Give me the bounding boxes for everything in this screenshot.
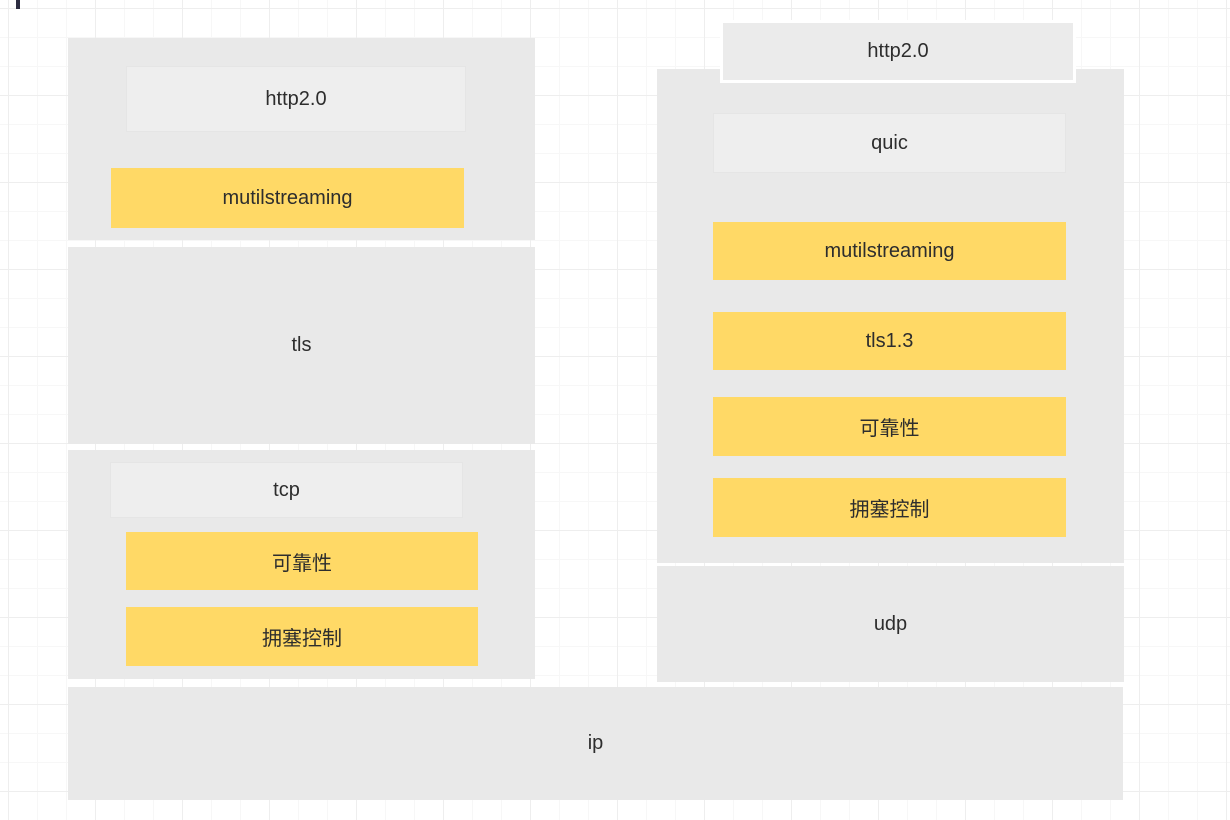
shape-quic[interactable]: quic mutilstreaming tls1.3 可靠性 拥塞控制	[657, 69, 1124, 563]
shape-http2-left[interactable]: http2.0 mutilstreaming	[68, 38, 535, 240]
shape-tcp-label: tcp	[110, 462, 463, 518]
shape-reliability-left[interactable]: 可靠性	[126, 532, 478, 590]
tls-label-text: tls	[291, 334, 312, 356]
shape-quic-label: quic	[713, 113, 1066, 173]
shape-multistreaming-right[interactable]: mutilstreaming	[713, 222, 1066, 280]
tls13-text: tls1.3	[865, 329, 914, 352]
shape-udp[interactable]: udp	[657, 566, 1124, 682]
shape-http2-right[interactable]: http2.0	[723, 23, 1073, 80]
shape-http2-left-label: http2.0	[126, 66, 466, 132]
ip-label-text: ip	[587, 732, 604, 754]
congestion-control-right-text: 拥塞控制	[849, 499, 930, 521]
reliability-left-text: 可靠性	[272, 552, 332, 575]
congestion-control-left-text: 拥塞控制	[262, 628, 342, 650]
cursor-artifact	[16, 0, 20, 9]
shape-tls[interactable]: tls	[68, 247, 535, 444]
shape-congestion-control-left[interactable]: 拥塞控制	[126, 607, 478, 666]
shape-tcp[interactable]: tcp 可靠性 拥塞控制	[68, 450, 535, 679]
shape-congestion-control-right[interactable]: 拥塞控制	[713, 478, 1066, 537]
shape-reliability-right[interactable]: 可靠性	[713, 397, 1066, 456]
multistreaming-right-text: mutilstreaming	[824, 239, 955, 262]
shape-tls13[interactable]: tls1.3	[713, 312, 1066, 370]
shape-ip[interactable]: ip	[68, 687, 1123, 800]
shape-multistreaming-left[interactable]: mutilstreaming	[111, 168, 464, 228]
tcp-label-text: tcp	[273, 478, 300, 501]
multistreaming-left-text: mutilstreaming	[222, 186, 353, 209]
http2-right-label-text: http2.0	[867, 40, 929, 62]
reliability-right-text: 可靠性	[859, 418, 920, 440]
http2-left-label-text: http2.0	[265, 87, 327, 110]
udp-label-text: udp	[873, 612, 908, 635]
quic-label-text: quic	[871, 131, 908, 154]
